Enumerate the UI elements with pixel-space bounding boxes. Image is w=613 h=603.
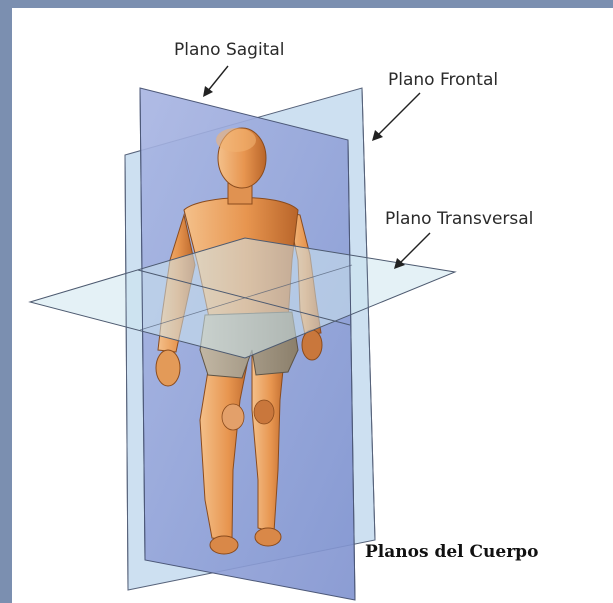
transverse-label: Plano Transversal (385, 209, 533, 229)
transverse-arrow (394, 233, 430, 269)
sagittal-arrow (203, 66, 228, 97)
frontal-label: Plano Frontal (388, 70, 498, 90)
sagittal-label: Plano Sagital (174, 40, 285, 60)
diagram-title: Planos del Cuerpo (365, 542, 538, 562)
transverse-plane (30, 238, 455, 358)
frontal-arrow (372, 93, 420, 141)
